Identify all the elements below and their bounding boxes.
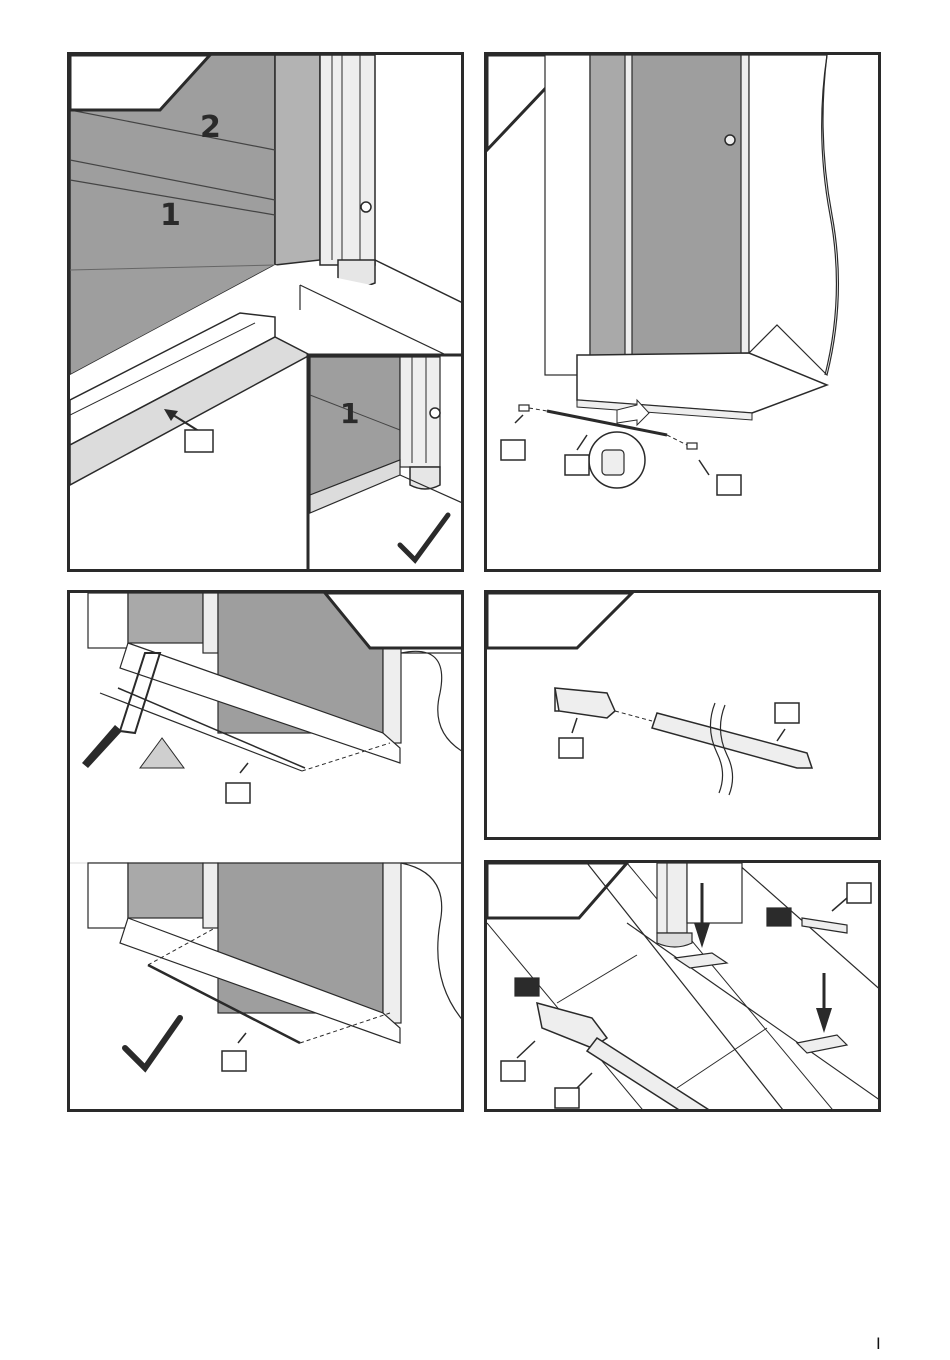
filled-marker-1 — [767, 908, 791, 926]
panel-enclosure-overview — [484, 52, 881, 572]
fixed-panel-label: 1 — [160, 198, 181, 233]
panel-door-alignment: 2 1 1 — [67, 52, 464, 572]
panel-cut-and-fit — [67, 590, 464, 1112]
filled-marker-2 — [515, 978, 539, 996]
panel-floor-install-drawing — [487, 863, 881, 1112]
callout-box-end-cap-left — [501, 440, 525, 460]
panel-enclosure-drawing — [487, 55, 881, 572]
warning-triangle-icon — [140, 738, 184, 768]
checkmark-icon — [125, 1018, 180, 1068]
callout-box — [185, 430, 213, 452]
callout-box-end-cap — [559, 738, 583, 758]
panel-end-cap-assembly — [484, 590, 881, 840]
inset-panel-label: 1 — [340, 397, 359, 430]
callout-box-end-cap — [501, 1061, 525, 1081]
callout-box-rod — [775, 703, 799, 723]
callout-box-rod — [565, 455, 589, 475]
callout-box-end-cap-right — [717, 475, 741, 495]
panel-end-cap-drawing — [487, 593, 881, 840]
callout-box-strip — [847, 883, 871, 903]
callout-box-rod — [555, 1088, 579, 1108]
callout-box-rod-fitted — [222, 1051, 246, 1071]
panel-floor-install — [484, 860, 881, 1112]
panel-door-alignment-drawing: 2 1 1 — [70, 55, 464, 572]
panel-cut-and-fit-drawing — [70, 593, 464, 1112]
door-leaf-label: 2 — [200, 110, 221, 145]
callout-box-rod-cut — [226, 783, 250, 803]
page-number: I — [876, 1334, 881, 1353]
